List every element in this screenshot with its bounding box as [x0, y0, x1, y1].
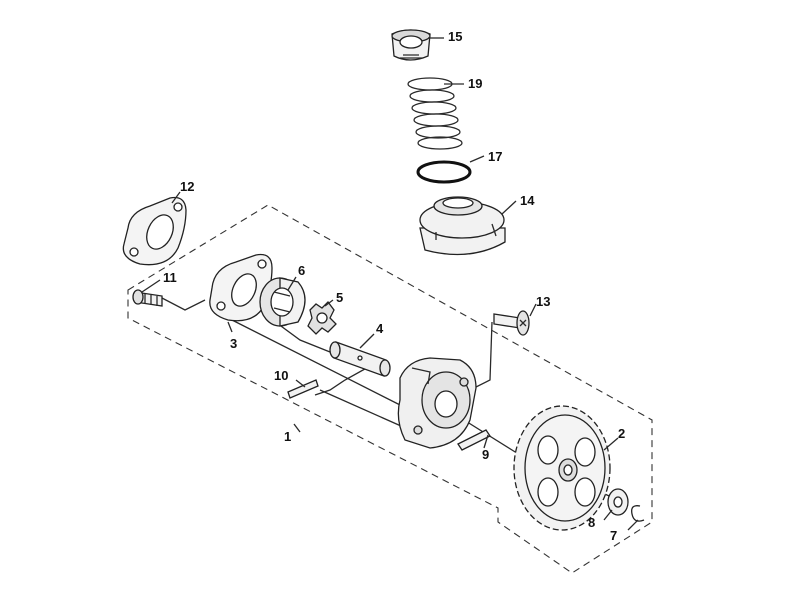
leader-lines	[141, 37, 639, 531]
filter-cap	[391, 29, 431, 61]
callout-14: 14	[520, 193, 535, 208]
callout-6: 6	[298, 263, 305, 278]
callout-17: 17	[488, 149, 502, 164]
gasket-12	[122, 196, 187, 266]
pump-shaft	[329, 341, 391, 377]
pin-9	[457, 429, 491, 451]
callout-19: 19	[468, 76, 482, 91]
screw-13	[493, 310, 530, 336]
assembly-boundary	[127, 204, 653, 574]
gasket-3	[209, 253, 273, 322]
callout-15: 15	[448, 29, 462, 44]
inner-rotor	[307, 301, 337, 335]
drain-plug	[419, 196, 506, 256]
spring	[407, 77, 463, 150]
bolt-11	[132, 289, 163, 307]
washer	[607, 488, 629, 516]
callout-5: 5	[336, 290, 343, 305]
callout-9: 9	[482, 447, 489, 462]
pin-10	[287, 379, 319, 399]
callout-2: 2	[618, 426, 625, 441]
callout-7: 7	[610, 528, 617, 543]
outer-rotor	[259, 277, 306, 327]
callout-8: 8	[588, 515, 595, 530]
callout-11: 11	[163, 270, 177, 285]
sprocket	[513, 405, 611, 531]
callout-12: 12	[180, 179, 194, 194]
callout-4: 4	[376, 321, 384, 336]
circlip	[631, 505, 645, 522]
callout-13: 13	[536, 294, 550, 309]
callout-3: 3	[230, 336, 237, 351]
o-ring	[416, 160, 472, 184]
pump-body	[397, 357, 477, 449]
callout-1: 1	[284, 429, 291, 444]
callout-10: 10	[274, 368, 288, 383]
